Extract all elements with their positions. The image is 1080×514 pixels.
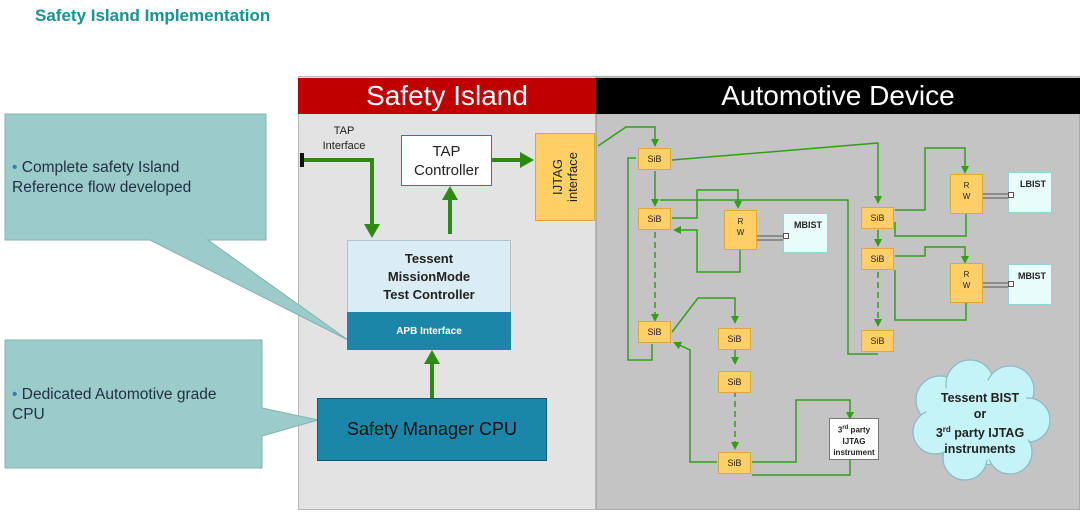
bullet-icon: • <box>12 386 18 403</box>
safety-island-header: Safety Island <box>298 78 596 114</box>
sib-right-2: SiB <box>861 248 894 270</box>
sib-left-3: SiB <box>638 321 671 343</box>
mbist-1-port <box>783 233 789 239</box>
sib-left-1: SiB <box>638 148 671 170</box>
mbist-instrument-1: MBIST <box>783 213 828 253</box>
sib-mid-1: SiB <box>718 328 751 350</box>
lbist-port <box>1008 192 1014 198</box>
tap-interface-label: TAP Interface <box>322 125 366 152</box>
callout-2-text: • Dedicated Automotive grade CPU <box>12 386 217 423</box>
sib-left-2: SiB <box>638 208 671 230</box>
callout-1-shape <box>4 113 349 341</box>
apb-interface-box: APB Interface <box>347 312 511 350</box>
page-title: Safety Island Implementation <box>35 6 271 25</box>
lbist-instrument: LBIST <box>1008 172 1052 213</box>
third-party-instrument: 3rd party IJTAG instrument <box>829 418 879 460</box>
tap-controller-box: TAP Controller <box>401 135 492 186</box>
test-controller-box: Tessent MissionMode Test Controller <box>347 240 511 312</box>
cloud-text: Tessent BIST or 3rd party IJTAG instrume… <box>935 391 1025 457</box>
sib-mid-2: SiB <box>718 371 751 393</box>
sib-right-1: SiB <box>861 207 894 229</box>
bullet-icon: • <box>12 159 18 176</box>
sib-mid-3: SiB <box>718 452 751 474</box>
safety-manager-cpu-box: Safety Manager CPU <box>317 398 547 461</box>
mbist-2-port <box>1008 281 1014 287</box>
sib-right-3: SiB <box>861 330 894 352</box>
rw-mbist-1: R W <box>724 210 757 250</box>
callout-1-text: • Complete safety Island Reference flow … <box>12 159 192 196</box>
rw-lbist: R W <box>950 174 983 214</box>
ijtag-interface-box: IJTAG interface <box>535 133 595 221</box>
rw-mbist-2: R W <box>950 263 983 303</box>
automotive-device-header: Automotive Device <box>596 78 1080 114</box>
callout-2-shape <box>4 339 319 469</box>
mbist-instrument-2: MBIST <box>1008 264 1052 305</box>
